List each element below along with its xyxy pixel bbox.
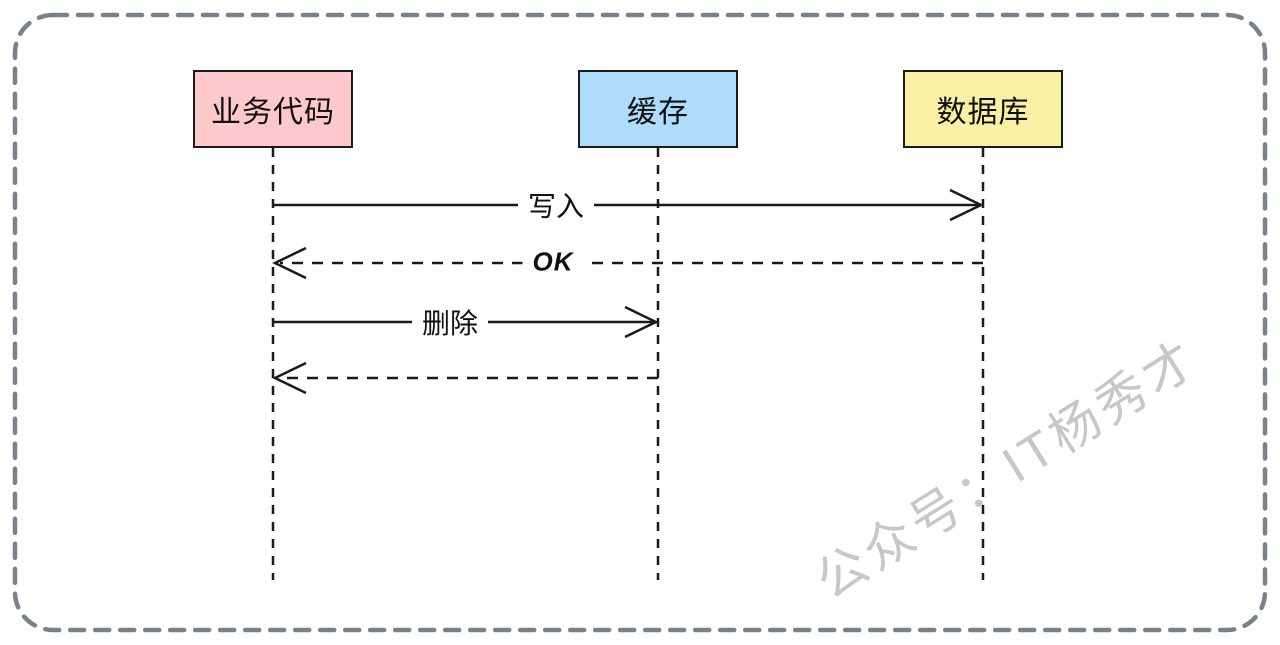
arrowhead-right-icon — [949, 188, 984, 222]
arrowhead-right-icon — [624, 305, 659, 339]
actor-box-business-code: 业务代码 — [193, 70, 353, 148]
message-label-delete: 删除 — [411, 302, 489, 342]
arrowhead-left-icon — [272, 361, 307, 395]
outer-dashed-frame — [12, 12, 1268, 633]
actor-label-business-code: 业务代码 — [211, 96, 335, 129]
message-arrow-cache-return — [272, 361, 658, 395]
message-arrow-write — [273, 188, 984, 222]
message-label-ok: OK — [522, 246, 584, 278]
arrowhead-left-icon — [272, 246, 307, 280]
message-arrow-ok — [272, 246, 983, 280]
actor-box-database: 数据库 — [903, 70, 1063, 148]
actor-box-cache: 缓存 — [578, 70, 738, 148]
actor-label-database: 数据库 — [936, 96, 1030, 129]
message-label-write: 写入 — [517, 185, 595, 225]
actor-label-cache: 缓存 — [627, 96, 689, 129]
